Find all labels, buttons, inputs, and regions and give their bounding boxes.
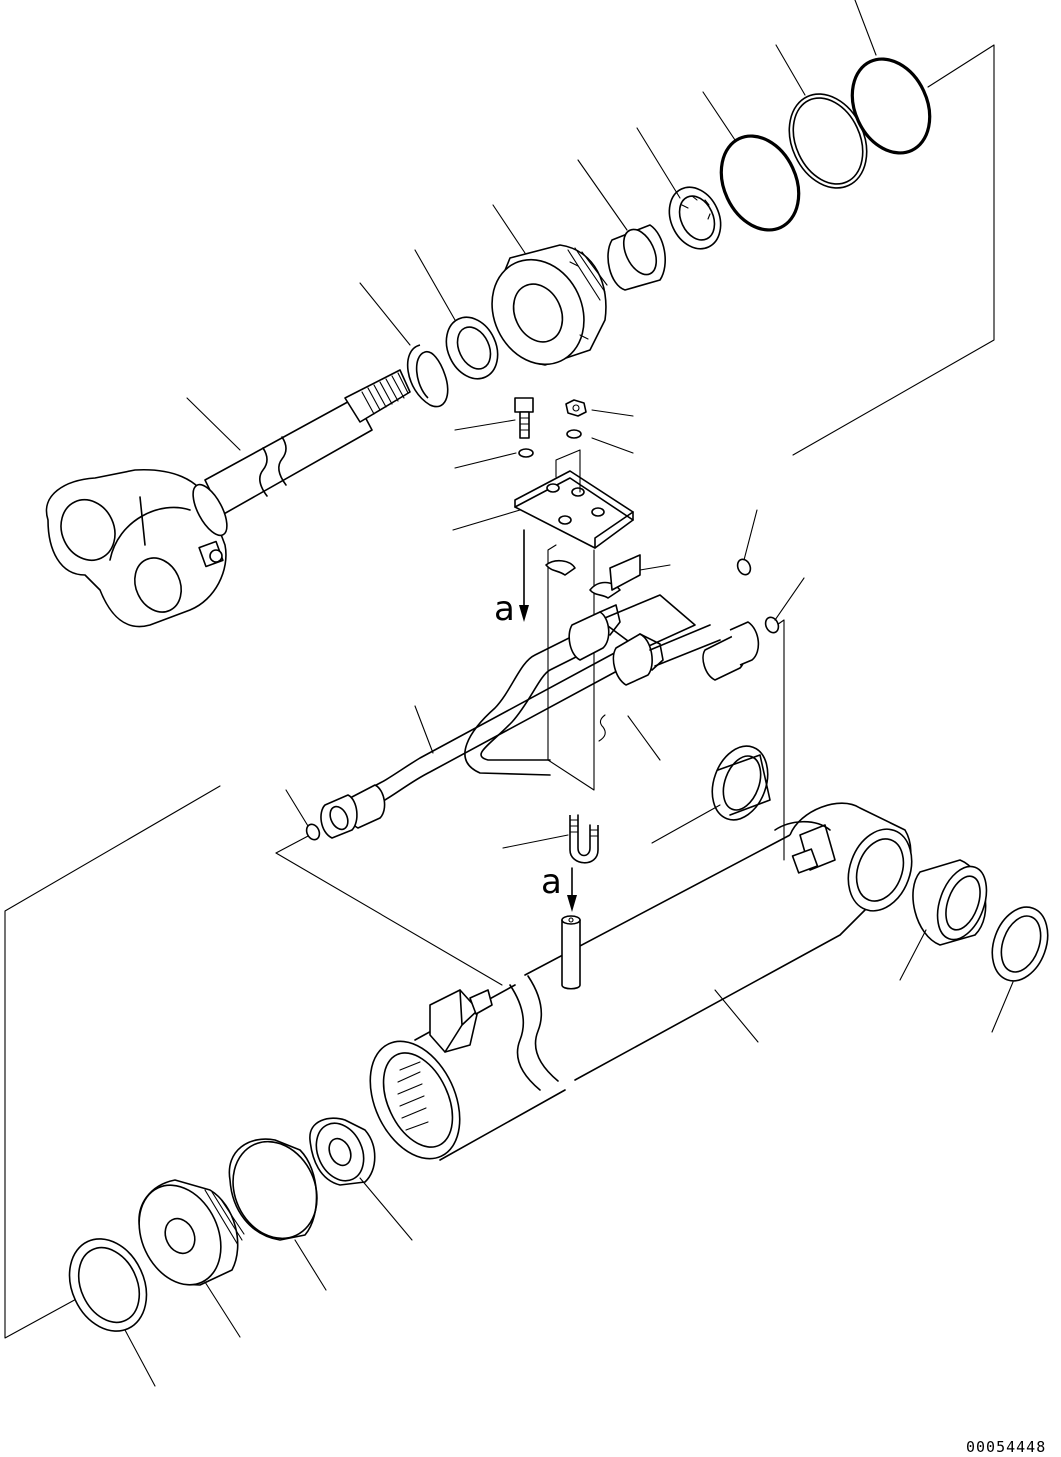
dust-seal (991, 906, 1049, 982)
nut (565, 399, 587, 417)
piston-ring (68, 1238, 148, 1332)
leader-lines (124, 0, 1014, 1387)
hose (320, 621, 760, 839)
u-bolt (569, 814, 599, 864)
view-marker-label: a (541, 862, 562, 902)
snap-ring (406, 344, 449, 408)
rod-assembly (45, 369, 411, 628)
backup-ring (788, 93, 868, 189)
view-marker-label: a (494, 589, 515, 629)
washer (518, 429, 582, 458)
cylinder-tube (369, 802, 913, 1161)
cylinder-head (491, 244, 608, 366)
view-marker-a-upper: a (494, 529, 529, 629)
assembly-boundary-upper (792, 44, 995, 456)
buffer-ring (668, 186, 722, 250)
o-ring (719, 134, 801, 232)
bolt (514, 397, 534, 439)
view-marker-a-lower: a (541, 862, 577, 912)
bottom-bushing (711, 745, 771, 821)
assembly-boundary-right (773, 619, 785, 861)
rod-thread (361, 372, 409, 415)
bottom-bushing-2 (912, 859, 988, 946)
bushing (607, 224, 666, 291)
hydraulic-tube (464, 604, 621, 776)
piston (138, 1179, 245, 1286)
grease-fitting (198, 540, 224, 568)
assembly-boundary-lower (4, 785, 503, 1339)
wear-ring (228, 1138, 318, 1241)
piston-nut (309, 1117, 376, 1186)
o-ring-large (850, 57, 932, 155)
o-ring-fitting (305, 558, 780, 841)
figure-number: 00054448 (966, 1438, 1046, 1456)
rod-seal (445, 316, 499, 380)
clamp (545, 554, 696, 651)
